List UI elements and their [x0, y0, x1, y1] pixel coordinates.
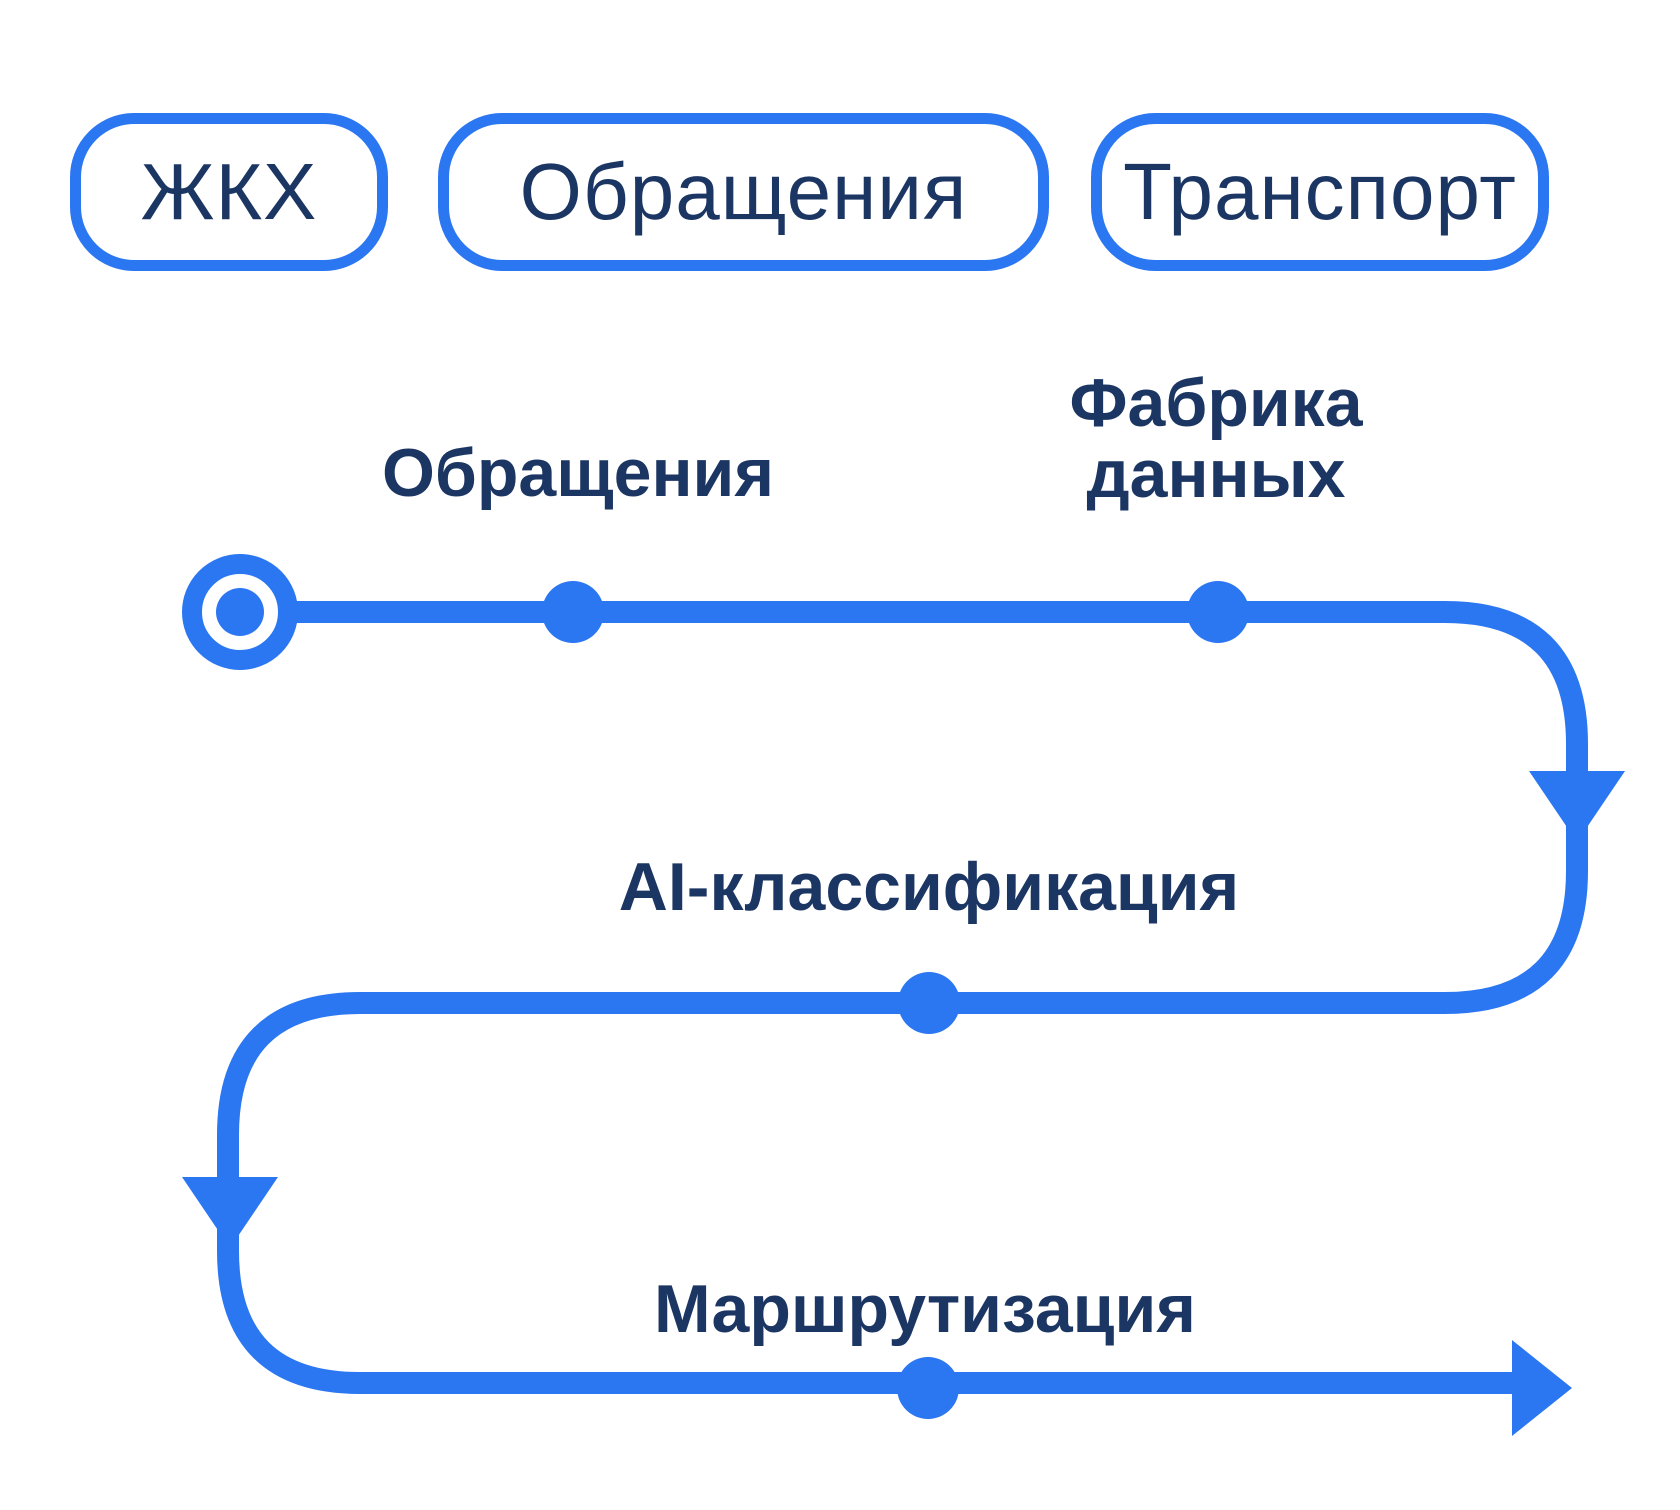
node-dot-obrashcheniya — [542, 581, 604, 643]
tag-transport-label: Транспорт — [1123, 147, 1517, 236]
node-label-fabrika-dannykh: Фабрика данных — [1069, 365, 1363, 512]
tag-obrashcheniya: Обращения — [438, 113, 1049, 271]
start-node-icon — [182, 554, 298, 670]
node-dot-fabrika — [1187, 581, 1249, 643]
node-dot-marshrut — [897, 1357, 959, 1419]
tag-zhkh-label: ЖКХ — [140, 147, 318, 236]
tag-zhkh: ЖКХ — [70, 113, 388, 271]
node-label-marshrutizatsiya: Маршрутизация — [654, 1271, 1196, 1347]
arrow-right-end-icon — [1512, 1340, 1572, 1436]
node-label-obrashcheniya: Обращения — [382, 435, 774, 511]
node-dot-ai — [898, 972, 960, 1034]
node-label-ai-klassifikatsiya: AI-классификация — [618, 849, 1240, 925]
tag-obrashcheniya-label: Обращения — [519, 147, 968, 236]
arrow-down-right-icon — [1529, 771, 1625, 842]
tag-transport: Транспорт — [1091, 113, 1549, 271]
arrow-down-left-icon — [182, 1177, 278, 1248]
